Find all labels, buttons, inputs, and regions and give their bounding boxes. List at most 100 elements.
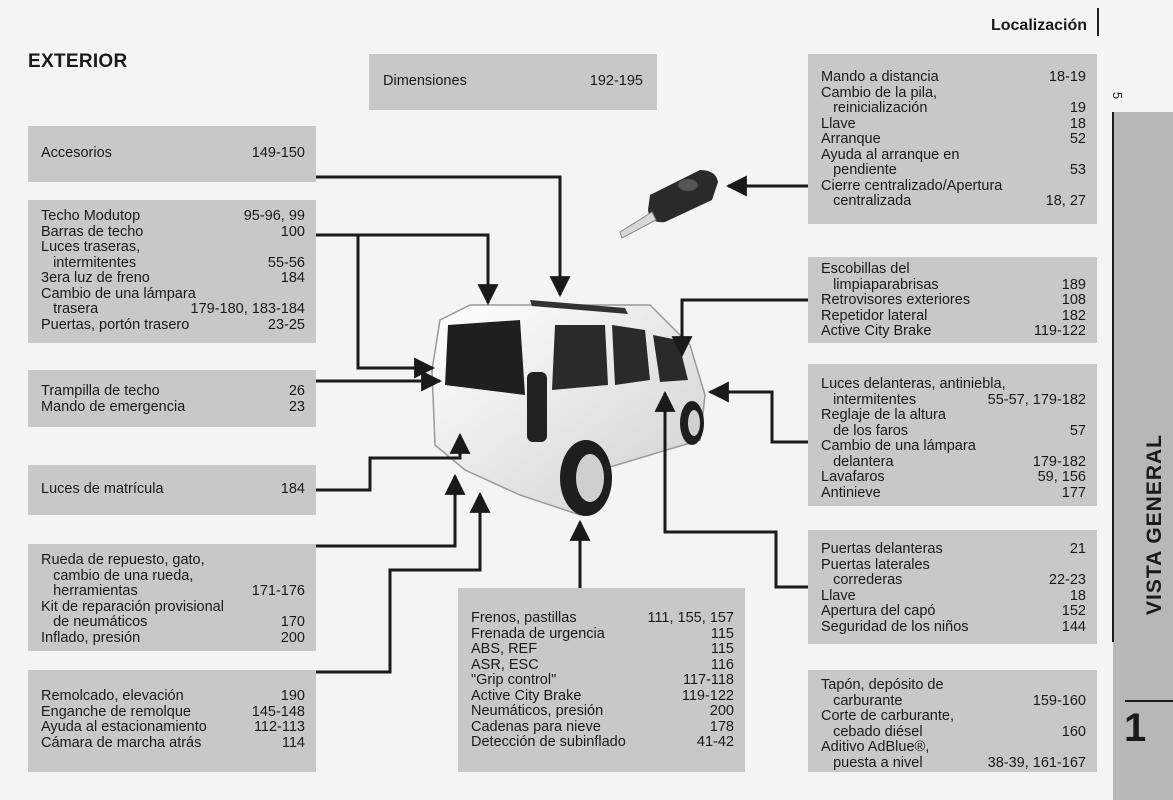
- entry-label: Rueda de repuesto, gato,: [41, 552, 205, 568]
- entry-label: Puertas laterales: [821, 556, 930, 573]
- car-key-icon: [619, 170, 718, 239]
- entry-label: Ayuda al estacionamiento: [41, 719, 207, 735]
- box-entry: Reglaje de la altura: [821, 407, 1086, 424]
- entry-label: Dimensiones: [383, 73, 467, 90]
- entry-label: puesta a nivel: [821, 754, 923, 771]
- entry-pages: 18: [1069, 115, 1086, 132]
- box-entry: Cambio de una lámpara: [821, 438, 1086, 455]
- entry-pages: 182: [1061, 307, 1086, 324]
- entry-label: Luces delanteras, antiniebla,: [821, 376, 1006, 392]
- entry-label: delantera: [821, 453, 894, 470]
- entry-label: de los faros: [821, 422, 909, 439]
- entry-label: Inflado, presión: [41, 629, 141, 646]
- header-divider: [1097, 8, 1099, 36]
- entry-label: Cierre centralizado/Apertura: [821, 177, 1003, 194]
- entry-label: Puertas, portón trasero: [41, 316, 190, 333]
- box-entry: Puertas, portón trasero 23-25: [41, 316, 305, 334]
- entry-pages: 171-176: [251, 583, 305, 599]
- box-entry: Seguridad de los niños 144: [821, 618, 1086, 636]
- entry-label: Active City Brake: [471, 687, 582, 704]
- entry-pages: 119-122: [1033, 323, 1086, 339]
- box-entry: cebado diésel 160: [821, 723, 1086, 741]
- entry-label: Frenada de urgencia: [471, 625, 605, 642]
- entry-label: Seguridad de los niños: [821, 618, 969, 635]
- box-accesorios: Accesorios 149-150: [28, 126, 316, 182]
- entry-pages: 52: [1069, 131, 1086, 147]
- entry-label: Ayuda al arranque en: [821, 146, 960, 163]
- entry-pages: 152: [1061, 603, 1086, 619]
- entry-pages: 190: [280, 688, 305, 704]
- entry-pages: 112-113: [253, 719, 305, 735]
- entry-pages: 41-42: [696, 734, 734, 750]
- box-entry: Accesorios 149-150: [41, 126, 305, 182]
- entry-label: Aditivo AdBlue®,: [821, 739, 930, 755]
- entry-pages: 115: [710, 641, 734, 657]
- entry-pages: 95-96, 99: [243, 208, 305, 224]
- entry-pages: 144: [1061, 618, 1086, 635]
- entry-label: Luces traseras,: [41, 239, 141, 255]
- box-entry: intermitentes 55-56: [41, 254, 305, 272]
- entry-label: de neumáticos: [41, 614, 148, 630]
- entry-pages: 117-118: [682, 672, 734, 688]
- entry-label: Barras de techo: [41, 223, 144, 240]
- entry-pages: 57: [1069, 422, 1086, 439]
- entry-label: Techo Modutop: [41, 208, 141, 224]
- entry-pages: 111, 155, 157: [647, 610, 734, 626]
- box-entry: Luces de matrícula 184: [41, 465, 305, 515]
- entry-pages: 23: [288, 398, 305, 415]
- entry-pages: 19: [1069, 100, 1086, 116]
- entry-label: carburante: [821, 692, 903, 709]
- entry-pages: 178: [709, 718, 734, 735]
- entry-pages: 159-160: [1032, 692, 1086, 709]
- entry-label: Kit de reparación provisional: [41, 598, 224, 615]
- box-luces-delanteras: Luces delanteras, antiniebla, intermiten…: [808, 364, 1097, 506]
- box-dimensiones: Dimensiones 192-195: [369, 54, 657, 110]
- entry-pages: 170: [280, 614, 305, 630]
- box-entry: Cadenas para nieve 178: [471, 718, 734, 736]
- entry-pages: 100: [280, 223, 305, 240]
- entry-label: intermitentes: [41, 254, 137, 271]
- box-entry: Escobillas del: [821, 261, 1086, 278]
- entry-pages: 160: [1061, 723, 1086, 740]
- box-entry: Techo Modutop 95-96, 99: [41, 208, 305, 225]
- entry-pages: 55-57, 179-182: [987, 391, 1086, 408]
- chapter-tab-separator: [1125, 700, 1173, 702]
- box-entry: herramientas 171-176: [41, 583, 305, 600]
- entry-pages: 21: [1069, 541, 1086, 557]
- entry-label: Cadenas para nieve: [471, 718, 601, 735]
- entry-pages: 119-122: [681, 687, 734, 704]
- box-entry: Tapón, depósito de: [821, 677, 1086, 694]
- entry-pages: 55-56: [267, 254, 305, 271]
- entry-label: cebado diésel: [821, 723, 923, 740]
- entry-pages: 116: [710, 656, 734, 673]
- box-entry: Corte de carburante,: [821, 708, 1086, 725]
- entry-label: Tapón, depósito de: [821, 677, 944, 693]
- entry-pages: 149-150: [251, 145, 305, 162]
- entry-label: Llave: [821, 115, 856, 132]
- entry-label: centralizada: [821, 193, 912, 209]
- entry-pages: 22-23: [1048, 572, 1086, 588]
- entry-label: herramientas: [41, 583, 138, 599]
- entry-label: Active City Brake: [821, 323, 932, 339]
- entry-label: Cambio de una lámpara: [41, 285, 196, 302]
- entry-pages: 23-25: [267, 316, 305, 333]
- box-entry: Luces traseras,: [41, 239, 305, 256]
- box-entry: Llave 18: [821, 115, 1086, 133]
- box-entry: Cierre centralizado/Apertura: [821, 177, 1086, 195]
